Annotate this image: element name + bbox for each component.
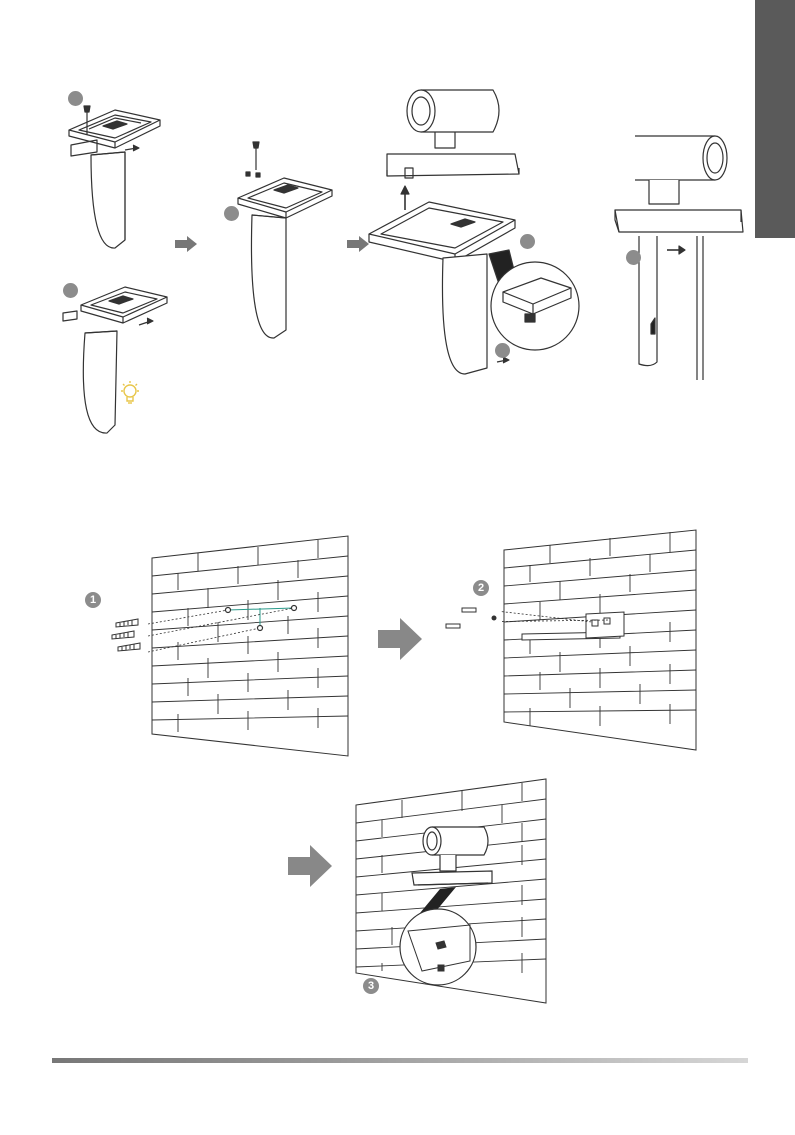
arrow-right-icon [175, 236, 197, 252]
lightbulb-tip-icon [119, 380, 141, 406]
arrow-right-icon [288, 845, 332, 887]
step-badge-c [224, 206, 239, 221]
step-badge-d [520, 234, 535, 249]
step-badge-f [626, 250, 641, 265]
wall-panel-drill [148, 528, 355, 760]
chapter-tab [755, 0, 795, 238]
wall-panel-camera [352, 775, 552, 1007]
arrow-right-icon [378, 618, 422, 660]
bracket-screw-panel [220, 140, 340, 345]
step-badge-a [68, 91, 83, 106]
wall-screw-icons [442, 604, 502, 634]
wall-step-2-badge: 2 [473, 580, 489, 596]
bracket-assembly-b [55, 275, 170, 445]
camera-on-bracket [365, 82, 585, 382]
wall-step-3-badge: 3 [363, 978, 379, 994]
footer-rule [52, 1058, 748, 1063]
wall-anchor-icons [108, 615, 153, 655]
bracket-assembly-a [55, 90, 170, 260]
step-badge-e [495, 343, 510, 358]
wall-panel-bracket [500, 526, 700, 754]
wall-step-1-badge: 1 [85, 592, 101, 608]
step-badge-b [63, 283, 78, 298]
